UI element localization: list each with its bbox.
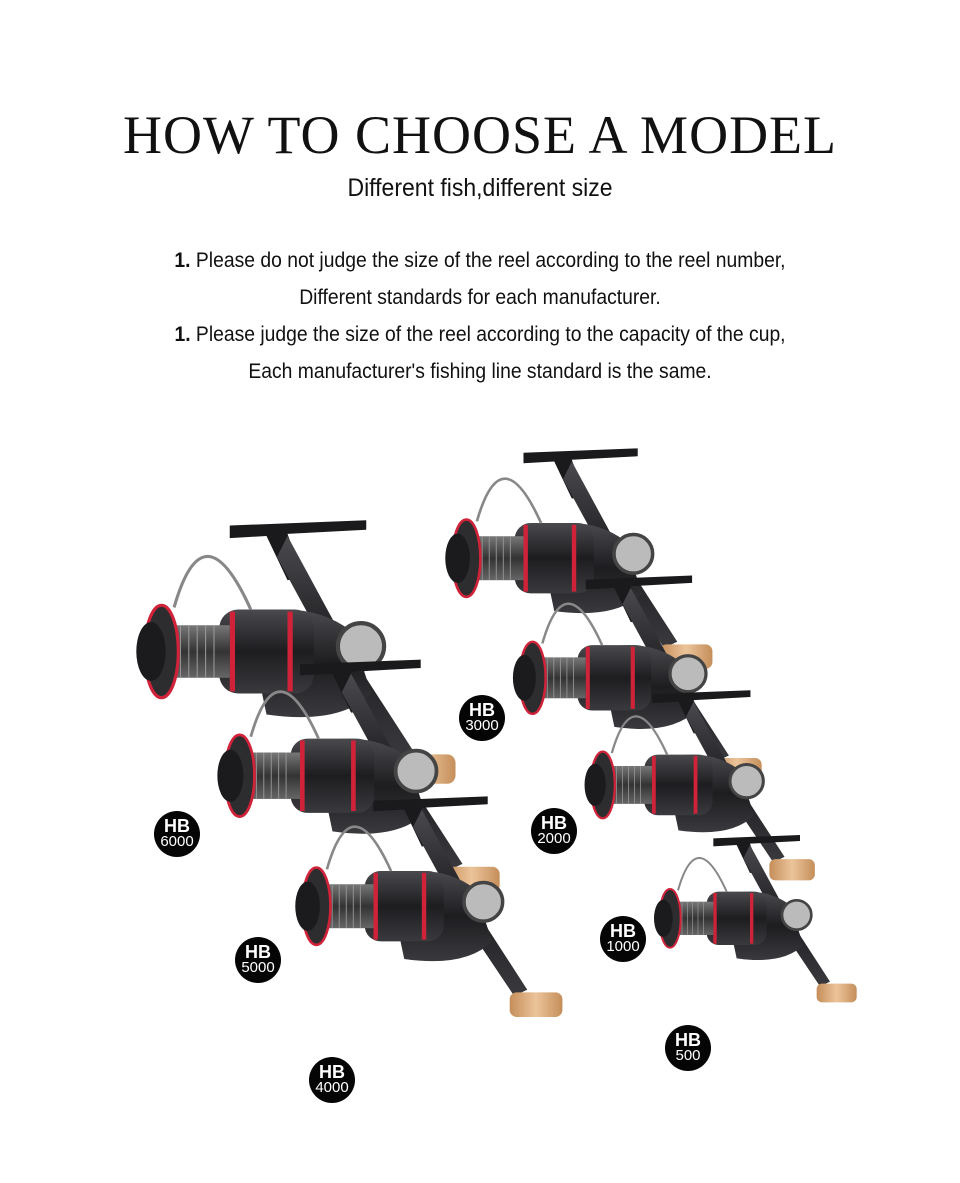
page-title: HOW TO CHOOSE A MODEL (122, 105, 838, 165)
note-line-1: 1. Please do not judge the size of the r… (174, 249, 786, 272)
size-notes: 1. Please do not judge the size of the r… (0, 242, 960, 390)
reel-500-image (652, 833, 859, 1004)
page-subtitle: Different fish,different size (347, 174, 613, 202)
note-line-4: Each manufacturer's fishing line standar… (248, 360, 712, 383)
note-line-3: 1. Please judge the size of the reel acc… (174, 323, 786, 346)
note-line-2: Different standards for each manufacture… (299, 286, 661, 309)
